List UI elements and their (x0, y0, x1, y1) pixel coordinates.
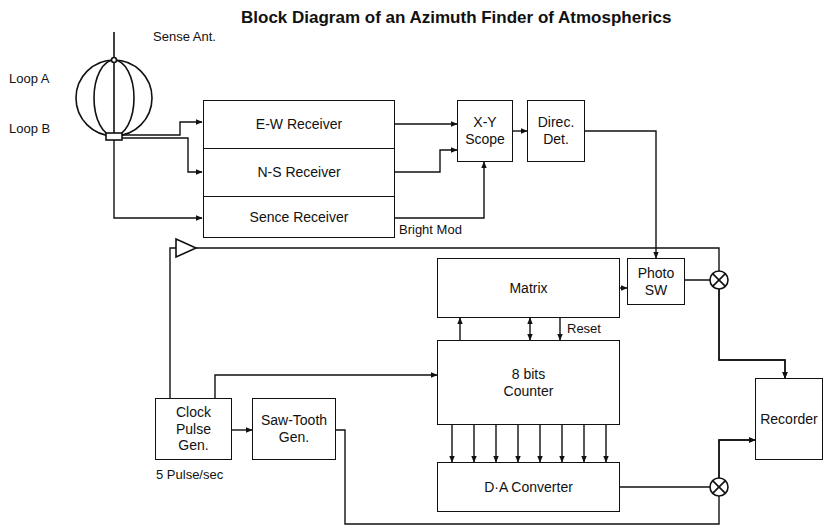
recorder-box: Recorder (755, 378, 823, 460)
signal-connector (215, 375, 437, 398)
box-label: Sence Receiver (250, 209, 349, 226)
scope-box: X-Y Scope (457, 100, 513, 162)
text-group: Photo SW (633, 265, 679, 299)
signal-connector (685, 280, 785, 378)
signal-connector (395, 162, 484, 218)
signal-connector (605, 425, 606, 462)
signal-connector (451, 425, 452, 462)
text-group: D·A Converter (484, 479, 573, 496)
mixer-symbol (710, 478, 728, 496)
box-label: Matrix (509, 280, 547, 297)
text-group: N-S Receiver (257, 164, 340, 181)
matrix-box: Matrix (437, 258, 620, 318)
mixer-symbol (710, 271, 728, 289)
signal-connector (395, 123, 457, 124)
text-group: Clock Pulse Gen. (169, 404, 219, 454)
box-label: 8 bits Counter (498, 366, 560, 400)
signal-connector (620, 287, 627, 288)
box-label: Direc. Det. (533, 114, 579, 148)
diagram-title: Block Diagram of an Azimuth Finder of At… (241, 8, 671, 28)
signal-connector (232, 429, 252, 430)
receiver-box: E-W Receiver (203, 100, 395, 149)
box-label: D·A Converter (484, 479, 573, 496)
loop-label: Loop B (8, 122, 51, 136)
text-group: Sence Receiver (250, 209, 349, 226)
text-group: X-Y Scope (462, 114, 508, 148)
signal-connector (561, 425, 562, 462)
text-group: Matrix (509, 280, 547, 297)
signal-connector (336, 430, 755, 524)
box-label: Clock Pulse Gen. (169, 404, 219, 454)
signal-label: Reset (566, 322, 602, 336)
box-label: Recorder (760, 411, 818, 428)
signal-connector (395, 150, 457, 172)
signal-label: Bright Mod (398, 223, 463, 237)
box-label: Saw-Tooth Gen. (257, 412, 331, 446)
loop-antenna (76, 32, 152, 140)
box-label: E-W Receiver (256, 116, 342, 133)
signal-connector (585, 131, 656, 258)
text-group: E-W Receiver (256, 116, 342, 133)
converter-box: D·A Converter (437, 462, 620, 512)
counter-box: 8 bits Counter (437, 340, 620, 425)
signal-connector (620, 440, 755, 487)
switch-box: Photo SW (627, 258, 685, 305)
signal-connector (559, 318, 560, 340)
amplifier-symbol (176, 239, 196, 257)
antenna-wires (114, 122, 202, 218)
receiver-box: N-S Receiver (203, 148, 395, 197)
generator-box: Saw-Tooth Gen. (252, 398, 336, 460)
generator-box: Clock Pulse Gen. (155, 398, 232, 460)
antenna-label: Sense Ant. (152, 30, 217, 44)
box-label: Photo SW (633, 265, 679, 299)
text-group: Saw-Tooth Gen. (257, 412, 331, 446)
signal-connector (473, 425, 474, 462)
box-label: X-Y Scope (462, 114, 508, 148)
signal-connector (529, 318, 530, 340)
signal-connector (517, 425, 518, 462)
receiver-box: Sence Receiver (203, 196, 395, 238)
signal-connector (495, 425, 496, 462)
signal-connector (583, 425, 584, 462)
signal-connector (539, 425, 540, 462)
detector-box: Direc. Det. (527, 100, 585, 162)
text-group: Recorder (760, 411, 818, 428)
loop-label: Loop A (8, 72, 51, 86)
text-group: Direc. Det. (533, 114, 579, 148)
box-label: N-S Receiver (257, 164, 340, 181)
rate-label: 5 Pulse/sec (155, 468, 224, 482)
signal-connector (459, 318, 460, 340)
text-group: 8 bits Counter (498, 366, 560, 400)
signal-connector (513, 130, 527, 131)
